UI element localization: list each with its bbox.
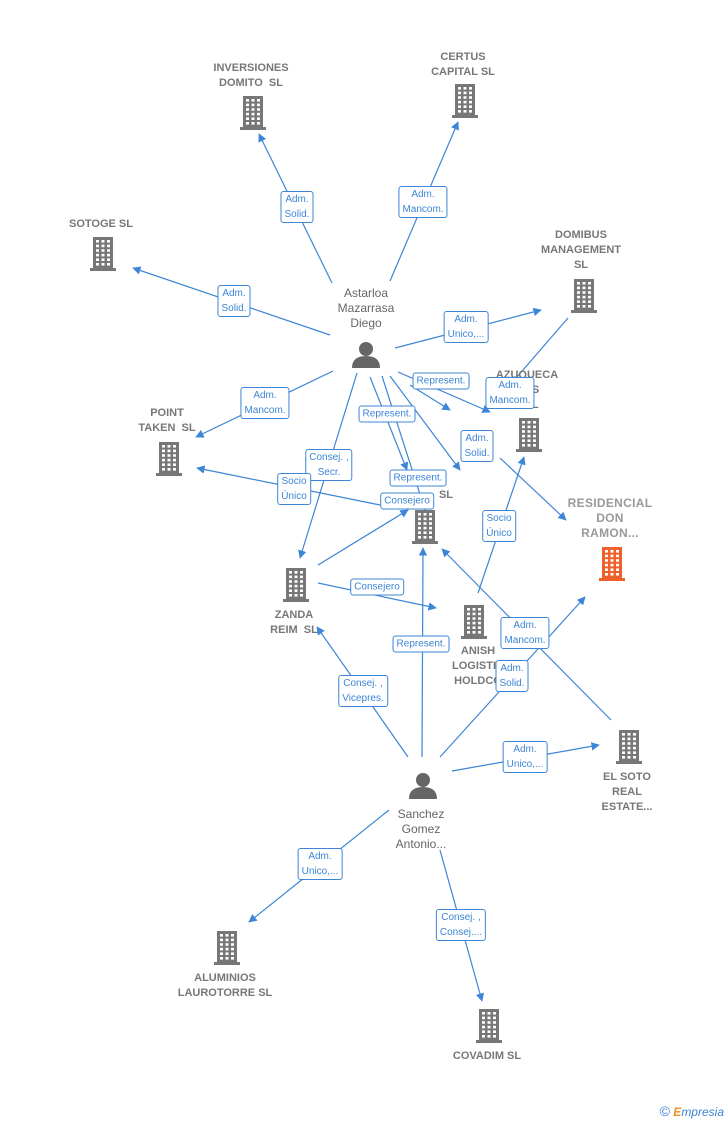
edge-label-2[interactable]: Adm. Solid.	[217, 285, 251, 317]
edge-label-3[interactable]: Adm. Unico,...	[443, 311, 489, 343]
edge-label-15[interactable]: Represent.	[392, 635, 450, 653]
building-icon-aluminios[interactable]	[214, 931, 240, 965]
building-icon-central[interactable]	[412, 510, 438, 544]
edge-label-6[interactable]: Adm. Mancom.	[485, 377, 535, 409]
copyright-icon: ©	[659, 1103, 670, 1119]
edge-label-16[interactable]: Adm. Mancom.	[500, 617, 550, 649]
edge-label-5[interactable]: Represent.	[412, 372, 470, 390]
edge-label-11[interactable]: Socio Único	[277, 473, 311, 505]
edge-15	[418, 547, 428, 758]
edge-label-19[interactable]: Adm. Unico,...	[502, 741, 548, 773]
edge-label-14[interactable]: Consejero	[350, 578, 404, 596]
edge-label-4[interactable]: Adm. Mancom.	[240, 387, 290, 419]
building-icon-sotoge[interactable]	[90, 237, 116, 271]
edge-12	[317, 509, 409, 566]
building-icon-zanda[interactable]	[283, 568, 309, 602]
edge-domibus-link	[509, 317, 569, 386]
edges-layer	[132, 121, 612, 1002]
brand-name: mpresia	[681, 1105, 724, 1119]
node-label-domibus[interactable]: DOMIBUS MANAGEMENT SL	[540, 229, 622, 271]
node-label-residencial[interactable]: RESIDENCIAL DON RAMON...	[567, 496, 653, 540]
node-label-spanish[interactable]: ANISH LOGISTIC HOLDCO	[452, 645, 504, 687]
building-icon-azuqueca[interactable]	[516, 418, 542, 452]
person-icon-astarloa[interactable]	[352, 342, 380, 368]
empresia-brand[interactable]: © Empresia	[660, 1103, 724, 1119]
building-icon-covadim[interactable]	[476, 1009, 502, 1043]
edge-label-18[interactable]: Adm. Solid.	[495, 660, 529, 692]
edge-label-8[interactable]: Adm. Solid.	[460, 430, 494, 462]
building-icon-domibus[interactable]	[571, 279, 597, 313]
edge-label-9[interactable]: Consej. , Secr.	[305, 449, 353, 481]
brand-initial: E	[673, 1105, 682, 1119]
building-icon-residencial[interactable]	[599, 547, 625, 581]
person-icon-sanchez[interactable]	[409, 773, 437, 799]
node-label-zanda[interactable]: ZANDA REIM SL	[270, 609, 318, 636]
building-icon-elsoto[interactable]	[616, 730, 642, 764]
building-icon-point[interactable]	[156, 442, 182, 476]
building-icon-spanish[interactable]	[461, 605, 487, 639]
edge-14	[317, 582, 437, 611]
node-label-point[interactable]: POINT TAKEN SL	[138, 407, 196, 434]
edge-label-7[interactable]: Represent.	[358, 405, 416, 423]
node-label-aluminios[interactable]: ALUMINIOS LAUROTORRE SL	[177, 972, 273, 999]
node-label-certus[interactable]: CERTUS CAPITAL SL	[431, 51, 495, 78]
edge-label-1[interactable]: Adm. Mancom.	[398, 186, 448, 218]
edge-label-10[interactable]: Represent.	[389, 469, 447, 487]
node-label-sotoge[interactable]: SOTOGE SL	[69, 218, 133, 230]
edge-label-13[interactable]: Socio Único	[482, 510, 516, 542]
node-label-central[interactable]: SL	[438, 489, 454, 501]
node-label-elsoto[interactable]: EL SOTO REAL ESTATE...	[601, 771, 653, 813]
edge-label-0[interactable]: Adm. Solid.	[280, 191, 314, 223]
edge-10	[381, 375, 427, 511]
node-label-sanchez[interactable]: Sanchez Gomez Antonio...	[395, 807, 447, 851]
edge-residencial-link	[499, 457, 567, 521]
edge-label-17[interactable]: Consej. , Vicepres.	[338, 675, 388, 707]
edge-8	[389, 375, 461, 471]
edge-label-20[interactable]: Adm. Unico,...	[297, 848, 343, 880]
edge-label-21[interactable]: Consej. , Consej....	[435, 909, 487, 941]
edge-label-12[interactable]: Consejero	[380, 492, 434, 510]
node-label-astarloa[interactable]: Astarloa Mazarrasa Diego	[337, 286, 395, 330]
icons-layer	[90, 84, 642, 1043]
node-label-inversiones[interactable]: INVERSIONES DOMITO SL	[213, 62, 289, 89]
building-icon-inversiones[interactable]	[240, 96, 266, 130]
edge-7	[369, 376, 409, 471]
node-label-covadim[interactable]: COVADIM SL	[452, 1050, 522, 1062]
building-icon-certus[interactable]	[452, 84, 478, 118]
